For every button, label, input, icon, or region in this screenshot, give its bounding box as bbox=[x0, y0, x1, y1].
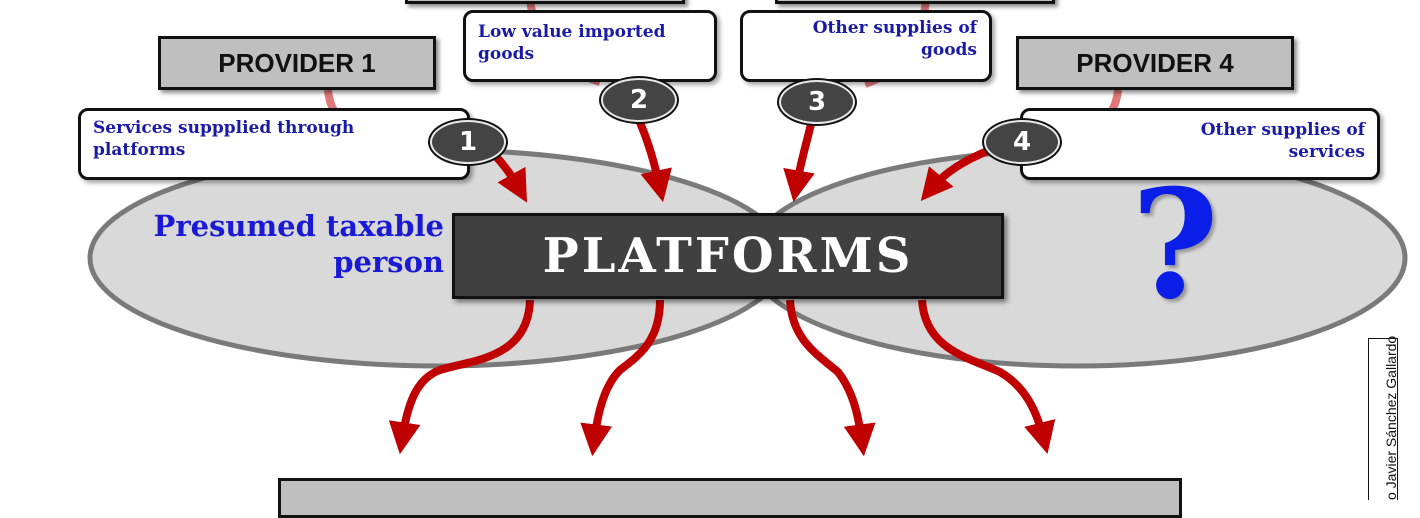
outgoing-arrow-4 bbox=[918, 299, 1056, 454]
platforms-box: PLATFORMS bbox=[452, 213, 1004, 299]
presumed-taxable-label: Presumed taxable person bbox=[153, 209, 444, 279]
supply-callout-2: Low value imported goods bbox=[463, 10, 717, 82]
provider-2-box bbox=[405, 0, 685, 4]
supply-label-4: Other supplies of services bbox=[1200, 120, 1365, 162]
supply-callout-1: Services suppplied through platforms bbox=[78, 108, 470, 180]
supply-label-2: Low value imported goods bbox=[478, 22, 666, 64]
unknown-question-mark: ? bbox=[1131, 157, 1219, 333]
diagram-canvas bbox=[87, 0, 1408, 457]
provider-4-label: PROVIDER 4 bbox=[1076, 47, 1234, 78]
supply-label-3: Other supplies of goods bbox=[812, 18, 977, 60]
incoming-arrow-3 bbox=[783, 119, 816, 203]
supply-callout-4: Other supplies of services bbox=[1020, 108, 1380, 180]
incoming-arrow-2 bbox=[634, 116, 672, 203]
incoming-arrow-4 bbox=[920, 146, 992, 202]
outgoing-arrow-3 bbox=[786, 299, 876, 457]
credit-text: o Javier Sánchez Gallardo bbox=[1383, 335, 1399, 500]
outgoing-arrow-2 bbox=[580, 299, 664, 457]
supply-label-1: Services suppplied through platforms bbox=[93, 118, 355, 160]
provider-1-box: PROVIDER 1 bbox=[158, 36, 436, 90]
provider-4-box: PROVIDER 4 bbox=[1016, 36, 1294, 90]
outgoing-arrow-1 bbox=[388, 299, 534, 455]
badge-3: 3 bbox=[779, 80, 855, 124]
bottom-box bbox=[278, 478, 1182, 518]
badge-2: 2 bbox=[601, 78, 677, 122]
badge-4: 4 bbox=[984, 120, 1060, 164]
badge-1: 1 bbox=[430, 120, 506, 164]
provider-1-label: PROVIDER 1 bbox=[218, 47, 376, 78]
platforms-title: PLATFORMS bbox=[542, 228, 914, 284]
credit-box bbox=[1368, 338, 1398, 500]
supply-callout-3: Other supplies of goods bbox=[740, 10, 992, 82]
provider-3-box bbox=[775, 0, 1055, 4]
